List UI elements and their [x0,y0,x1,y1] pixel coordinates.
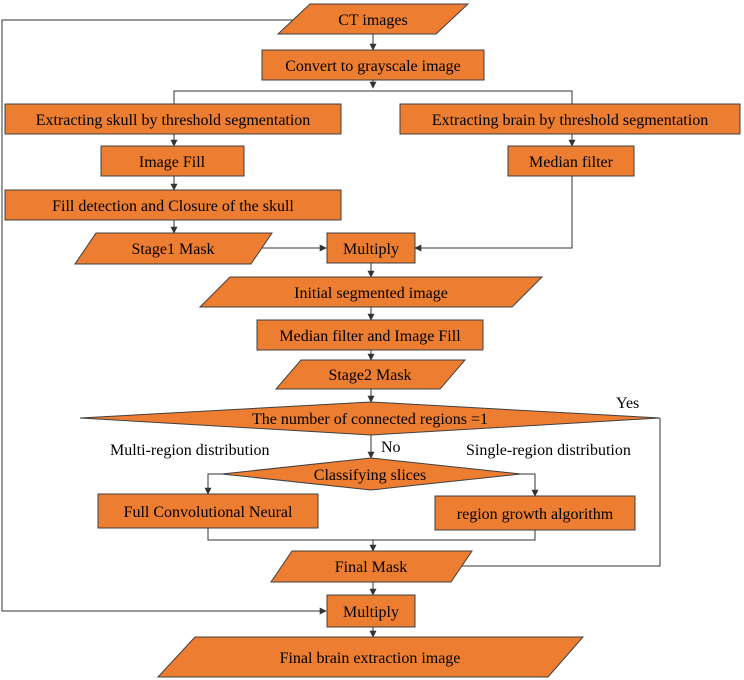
edge-label-single-region: Single-region distribution [466,442,631,459]
edge-label-yes: Yes [616,395,639,412]
node-ct-images-label: CT images [338,12,407,29]
node-fcn: Full Convolutional Neural [97,493,319,529]
node-connected-regions-decision: The number of connected regions =1 [79,401,661,436]
arrow-median-to-multiply [414,176,573,252]
node-skull-threshold: Extracting skull by threshold segmentati… [4,103,342,135]
node-image-fill: Image Fill [100,145,245,177]
node-image-fill-label: Image Fill [139,154,206,171]
node-multiply-1: Multiply [326,232,416,264]
node-median-filter-label: Median filter [529,154,614,171]
node-connected-regions-label: The number of connected regions =1 [252,411,488,428]
node-fill-detection-label: Fill detection and Closure of the skull [52,198,294,215]
node-final-mask-label: Final Mask [335,559,407,576]
arrow-decision-yes [451,418,661,570]
node-classifying-slices: Classifying slices [221,457,522,491]
node-skull-threshold-label: Extracting skull by threshold segmentati… [36,112,311,129]
node-stage1-mask-label: Stage1 Mask [131,241,214,258]
arrow-classify-to-fcn [204,473,222,495]
node-final-brain-image-label: Final brain extraction image [280,650,461,667]
node-median-and-fill-label: Median filter and Image Fill [279,328,461,345]
arrow-ct-to-multiply2 [1,19,327,615]
connectors [1,19,661,638]
merge-line [207,528,536,541]
node-ct-images: CT images [276,3,470,35]
node-multiply-1-label: Multiply [343,241,399,258]
node-median-filter: Median filter [507,145,635,177]
node-convert-grayscale-label: Convert to grayscale image [285,58,461,75]
node-initial-segmented-label: Initial segmented image [294,285,448,302]
edge-label-no: No [381,439,401,456]
branch-line-top [173,90,573,104]
edge-label-multi-region: Multi-region distribution [110,442,270,459]
node-fill-detection: Fill detection and Closure of the skull [4,189,342,221]
node-final-brain-image: Final brain extraction image [156,636,585,678]
node-convert-grayscale: Convert to grayscale image [261,49,485,81]
node-region-growth-label: region growth algorithm [457,506,614,523]
node-median-and-fill: Median filter and Image Fill [256,319,484,351]
node-classifying-slices-label: Classifying slices [314,467,426,484]
node-brain-threshold-label: Extracting brain by threshold segmentati… [432,112,708,129]
node-stage1-mask: Stage1 Mask [74,232,273,265]
node-final-mask: Final Mask [270,550,473,583]
node-brain-threshold: Extracting brain by threshold segmentati… [399,103,741,135]
node-region-growth: region growth algorithm [434,495,636,531]
node-multiply-2-label: Multiply [343,604,399,621]
node-stage2-mask: Stage2 Mask [274,359,467,390]
arrow-classify-to-growth [521,473,539,497]
node-stage2-mask-label: Stage2 Mask [328,367,411,384]
node-fcn-label: Full Convolutional Neural [124,504,293,521]
node-multiply-2: Multiply [326,594,416,628]
node-initial-segmented: Initial segmented image [198,276,544,308]
